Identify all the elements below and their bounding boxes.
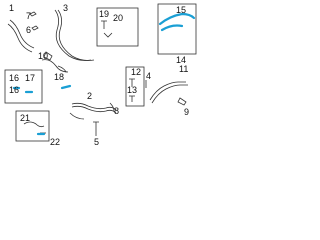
- hose-3: [54, 9, 92, 61]
- callout-20: 20: [113, 13, 124, 23]
- callout-8: 8: [114, 106, 120, 116]
- group-box-21: [15, 110, 50, 142]
- group-box-19-20: [96, 7, 139, 47]
- callout-19: 19: [99, 9, 110, 19]
- callout-1: 1: [9, 3, 15, 13]
- hose-2: [71, 102, 117, 111]
- callout-12: 12: [131, 67, 142, 77]
- clamp-7: [29, 11, 37, 17]
- group-box-14-15: [157, 3, 197, 55]
- callout-16-a: 16: [9, 73, 20, 83]
- callout-5: 5: [94, 137, 100, 147]
- hose-11: [149, 81, 186, 101]
- callout-2: 2: [87, 91, 93, 101]
- callout-11: 11: [179, 64, 189, 74]
- callout-6: 6: [26, 25, 32, 35]
- part-8: [109, 102, 115, 112]
- highlight-hose-14: [158, 12, 196, 26]
- callout-14: 14: [176, 55, 187, 65]
- diagram-drawing: [4, 3, 197, 142]
- callout-15: 15: [176, 5, 187, 15]
- callout-9: 9: [184, 107, 190, 117]
- highlight-part-18: [60, 84, 72, 90]
- parts-diagram: 1 2 3 4 5 6 7 8 9 10 11 12 13 14 15 16 1…: [0, 0, 200, 147]
- callout-4: 4: [146, 71, 152, 81]
- group-box-16-17: [4, 69, 43, 104]
- callout-17: 17: [25, 73, 36, 83]
- bolt-5: [93, 121, 99, 136]
- part-9: [177, 97, 187, 106]
- callout-3: 3: [63, 3, 69, 13]
- callout-7: 7: [26, 11, 32, 21]
- group-box-12-13: [125, 66, 145, 107]
- callout-21: 21: [20, 113, 31, 123]
- part-10: [43, 51, 53, 61]
- hose-1: [7, 23, 33, 53]
- callout-18: 18: [54, 72, 65, 82]
- clamp-6: [31, 25, 39, 31]
- callout-16-b: 16: [9, 85, 20, 95]
- callout-13: 13: [127, 85, 138, 95]
- callout-22: 22: [50, 137, 61, 147]
- callout-10: 10: [38, 51, 49, 61]
